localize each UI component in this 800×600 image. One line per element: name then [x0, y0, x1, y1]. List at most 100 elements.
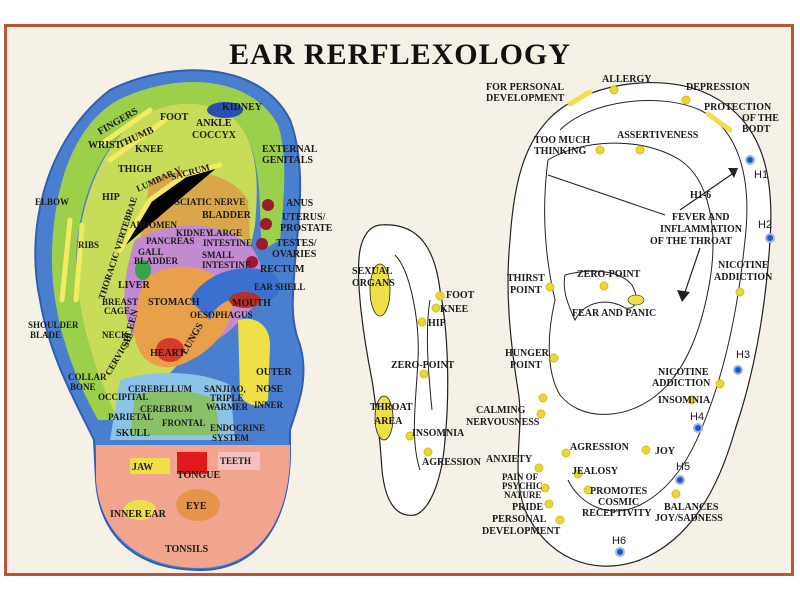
label-eye: EYE	[186, 501, 207, 512]
label-personal-dev-1: FOR PERSONAL	[486, 82, 564, 93]
label-jealosy: JEALOSY	[572, 466, 619, 477]
point-jealosy	[573, 469, 583, 479]
point-h4	[693, 423, 703, 433]
label-too-much-1: TOO MUCH	[534, 135, 590, 146]
label-h6: H6	[612, 535, 626, 547]
label-protection-2: OF THE	[742, 113, 779, 124]
middle-points	[405, 291, 445, 457]
jaw-marker	[130, 458, 170, 474]
label-hip: HIP	[102, 192, 120, 203]
label-promotes-2: COSMIC	[598, 497, 639, 508]
point-h3	[733, 365, 743, 375]
point-h1	[745, 155, 755, 165]
point-foot	[435, 291, 445, 301]
point-joy	[641, 445, 651, 455]
label-pancreas: PANCREAS	[146, 236, 194, 246]
label-system: SYSTEM	[212, 433, 250, 443]
label-fever-2: INFLAMMATION	[660, 224, 743, 235]
teeth-marker	[218, 452, 260, 470]
arrow-throat	[683, 247, 701, 296]
label-prostate: PROSTATE	[280, 223, 333, 234]
label-nicotine2-1: NICOTINE	[658, 367, 709, 378]
label-nicotine-1: NICOTINE	[718, 260, 769, 271]
label-cerebrum: CEREBRUM	[140, 404, 193, 414]
right-points-blue	[615, 155, 775, 557]
label-insomnia-r: INSOMNIA	[658, 395, 711, 406]
point-calming-2	[536, 409, 546, 419]
label-kidney2: KIDNEY	[176, 228, 213, 238]
label-organs: ORGANS	[352, 278, 395, 289]
label-thigh: THIGH	[118, 164, 152, 175]
label-ear-shell: EAR SHELL	[254, 282, 305, 292]
fear-panic-zone	[627, 294, 645, 306]
label-pride: PRIDE	[512, 502, 543, 513]
label-h1-6: H1-6	[690, 190, 711, 201]
kidney-marker	[207, 102, 243, 118]
left-ear-map: FINGERS WRIST THUMB FOOT KIDNEY ANKLE CO…	[28, 69, 333, 572]
label-testes: TESTES/	[276, 238, 317, 249]
spine-bones	[117, 162, 223, 253]
label-fever-3: OF THE THROAT	[650, 236, 732, 247]
label-uterus: UTERUS/	[282, 212, 326, 223]
point-agression	[423, 447, 433, 457]
point-too-much	[595, 145, 605, 155]
label-elbow: ELBOW	[35, 197, 69, 207]
label-parietal: PARIETAL	[108, 412, 153, 422]
label-pain-2: PSYCHIC	[502, 481, 543, 491]
label-zero-mid: ZERO-POINT	[391, 360, 455, 371]
point-allergy	[609, 85, 619, 95]
eye-marker	[176, 489, 220, 521]
label-tongue: TONGUE	[177, 470, 220, 481]
label-bladder2: BLADDER	[134, 256, 179, 266]
label-abdomen: ABDOMEN	[130, 220, 178, 230]
label-allergy: ALLERGY	[602, 74, 652, 85]
label-external: EXTERNAL	[262, 144, 318, 155]
protection-highlight	[705, 111, 733, 133]
label-area-mid: AREA	[374, 416, 403, 427]
label-promotes-3: RECEPTIVITY	[582, 508, 652, 519]
allergy-highlight	[567, 89, 593, 107]
label-assertiveness: ASSERTIVENESS	[617, 130, 699, 141]
point-nicotine2	[715, 379, 725, 389]
heart-marker	[156, 338, 184, 362]
label-stomach: STOMACH	[148, 297, 200, 308]
label-rectum: RECTUM	[260, 264, 305, 275]
label-wrist: WRIST	[88, 140, 122, 151]
arrow-h1	[679, 171, 736, 211]
label-occipital: OCCIPITAL	[98, 392, 148, 402]
label-blade: BLADE	[30, 330, 61, 340]
label-intestine2: INTESTINE	[202, 260, 251, 270]
point-anxiety	[534, 463, 544, 473]
label-shoulder: SHOULDER	[28, 320, 79, 330]
liver-marker	[135, 260, 151, 280]
label-jaw: JAW	[132, 462, 153, 473]
label-triple: TRIPLE	[210, 393, 244, 403]
tongue-marker	[177, 452, 207, 474]
point-insomnia-r	[687, 395, 697, 405]
right-ear-concha	[544, 142, 714, 415]
point-insomnia	[405, 431, 415, 441]
label-anxiety: ANXIETY	[486, 454, 533, 465]
label-promotes-1: PROMOTES	[590, 486, 648, 497]
label-skull: SKULL	[116, 428, 150, 439]
label-fever-1: FEVER AND	[672, 212, 730, 223]
page-title: EAR RERFLEXOLOGY	[229, 38, 571, 71]
label-warmer: WARMER	[206, 402, 248, 412]
label-nicotine-2: ADDICTION	[714, 272, 773, 283]
label-joy: JOY	[655, 446, 676, 457]
label-large: LARGE	[210, 228, 242, 238]
mouth-marker	[229, 292, 261, 308]
point-zero	[419, 369, 429, 379]
label-small: SMALL	[202, 250, 234, 260]
label-inner-ear: INNER EAR	[110, 509, 167, 520]
right-ear-inner-helix	[559, 100, 748, 512]
point-hip	[417, 317, 427, 327]
label-bone: BONE	[70, 382, 96, 392]
label-genitals: GENITALS	[262, 155, 313, 166]
label-personal2-1: PERSONAL	[492, 514, 547, 525]
label-nose: NOSE	[256, 384, 284, 395]
arrow-line-top	[547, 174, 666, 216]
point-h2	[765, 233, 775, 243]
label-heart: HEART	[150, 348, 186, 359]
label-pain-1: PAIN OF	[502, 472, 539, 482]
